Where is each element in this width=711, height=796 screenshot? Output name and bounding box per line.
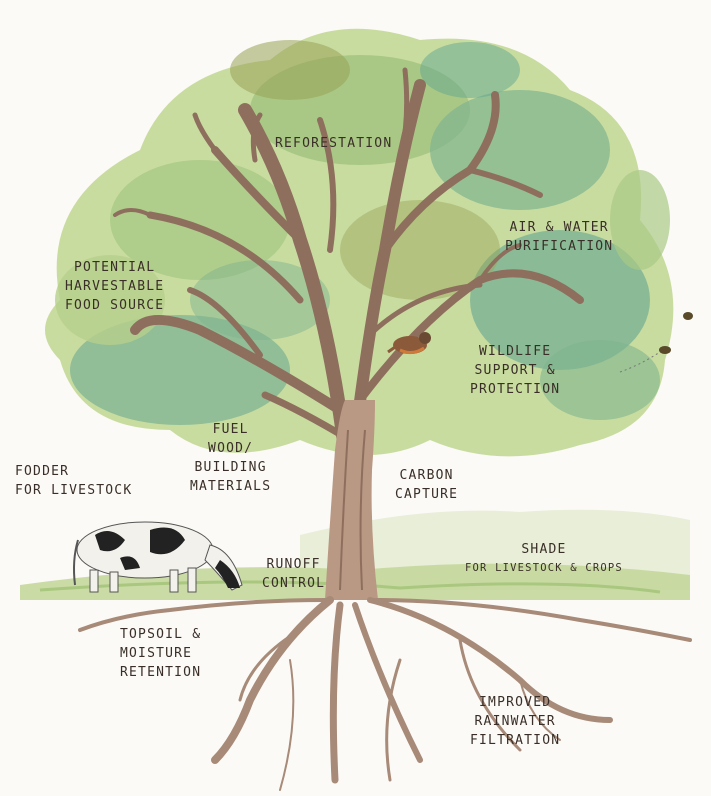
label-line: Runoff (266, 557, 321, 572)
label-fuel-wood: Fuel Wood/ Building Materials (190, 420, 271, 496)
label-line: Wildlife (479, 344, 552, 359)
label-line: Moisture (120, 646, 193, 661)
label-line: Potential (74, 260, 156, 275)
label-air-water-purification: Air & Water Purification (505, 218, 613, 256)
tree-roots (78, 596, 692, 791)
label-fodder: Fodder for Livestock (15, 462, 132, 500)
label-line: Materials (190, 479, 272, 494)
label-line: Topsoil & (120, 627, 202, 642)
label-line: Harvestable (65, 279, 165, 294)
label-line: Purification (505, 239, 614, 254)
label-line: Retention (120, 665, 202, 680)
label-line: Filtration (470, 733, 561, 748)
label-wildlife-support: Wildlife Support & Protection (470, 342, 560, 399)
label-food-source: Potential Harvestable Food Source (65, 258, 164, 315)
bird-illustration (387, 332, 431, 355)
label-line: Improved (479, 695, 552, 710)
label-line: for Livestock & Crops (465, 562, 623, 574)
label-line: Air & Water (509, 220, 609, 235)
label-carbon-capture: Carbon Capture (395, 466, 458, 504)
bee-illustration (619, 312, 693, 373)
tree-branches (113, 67, 584, 457)
label-runoff-control: Runoff Control (262, 555, 325, 593)
label-line: Capture (395, 487, 459, 502)
label-line: Wood/ (208, 441, 254, 456)
label-line: Support & (474, 363, 556, 378)
cow-illustration (73, 521, 243, 593)
label-line: Control (262, 576, 326, 591)
tree-canopy (45, 28, 674, 457)
label-line: Carbon (399, 468, 454, 483)
label-line: Protection (470, 382, 561, 397)
label-line: Food Source (65, 298, 165, 313)
label-line: Shade (521, 542, 567, 557)
label-reforestation: Reforestation (275, 134, 392, 153)
tree-trunk (325, 400, 378, 600)
label-line: Fuel (212, 422, 249, 437)
label-shade: Shade for Livestock & Crops (465, 540, 623, 578)
label-topsoil-retention: Topsoil & Moisture Retention (120, 625, 201, 682)
label-rainwater-filtration: Improved Rainwater Filtration (470, 693, 560, 750)
label-line: Fodder (15, 464, 70, 479)
label-line: Rainwater (474, 714, 556, 729)
label-line: for Livestock (15, 483, 133, 498)
label-line: Building (194, 460, 267, 475)
label-reforestation-text: Reforestation (275, 136, 393, 151)
